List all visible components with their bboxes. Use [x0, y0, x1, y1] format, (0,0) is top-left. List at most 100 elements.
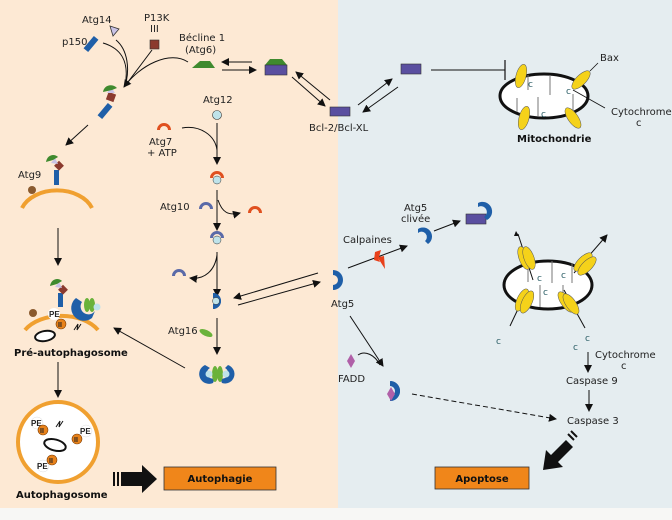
- cytochrome2-label-1: Cytochrome: [595, 350, 656, 361]
- permeabilized-mitochondria-icon: c c c: [502, 231, 608, 329]
- arrow-free-to-bcl2: [362, 86, 399, 113]
- svg-text:c: c: [561, 271, 566, 281]
- atg7-curve: [181, 126, 218, 151]
- atg12-icon: [212, 110, 222, 120]
- svg-text:II: II: [74, 437, 78, 444]
- p150-icon: [83, 35, 99, 53]
- apoptosis-arrow-icon: [543, 430, 578, 470]
- svg-text:PE: PE: [31, 419, 42, 428]
- becline-icon: [192, 61, 215, 68]
- released-cytochrome-icon: c: [496, 337, 501, 347]
- atg7-release-curve: [217, 199, 241, 219]
- caspase9-label: Caspase 9: [566, 376, 618, 387]
- calpaines-label: Calpaines: [343, 235, 392, 246]
- svg-text:PE: PE: [37, 462, 48, 471]
- bottom-strip: [0, 508, 672, 520]
- fadd-icon: [347, 354, 355, 368]
- atg16-label: Atg16: [168, 326, 198, 337]
- arrow-to-atg9: [65, 124, 89, 146]
- autophagosome-label: Autophagosome: [16, 490, 108, 501]
- mitochondria-icon: c c c: [498, 64, 591, 130]
- cytochrome-label-1: Cytochrome: [611, 107, 672, 118]
- arrow-from-atg5-complex: [237, 280, 321, 306]
- atg5-atg12-complex-icon: [212, 293, 221, 309]
- fadd-label: FADD: [338, 374, 365, 385]
- released-cytochrome-icon: c: [573, 343, 578, 353]
- arrow-complex-dissociate: [291, 76, 326, 107]
- atg7-atg12-complex-icon: [210, 171, 224, 185]
- bax-leader: [589, 62, 599, 72]
- atg7-label-1: Atg7: [149, 137, 172, 148]
- atg7-icon: [157, 123, 171, 130]
- svg-text:c: c: [528, 80, 533, 90]
- atg9-membrane-icon: [20, 154, 94, 209]
- pre-autophagosome-label: Pré-autophagosome: [14, 347, 128, 359]
- arrow-clivee-to-bcl2: [433, 219, 461, 232]
- atg9-label: Atg9: [18, 170, 41, 181]
- atg5-clivee-label-2: clivée: [401, 213, 430, 225]
- arrow-bcl2-to-free: [357, 78, 393, 106]
- svg-text:c: c: [543, 288, 548, 298]
- atg14-icon: [109, 25, 120, 37]
- cytochrome-label-2: c: [636, 118, 642, 129]
- svg-text:c: c: [566, 87, 571, 97]
- atg7-released-icon: [248, 206, 262, 213]
- atg10-release-curve: [189, 254, 218, 283]
- atg5-fadd-complex-icon: [387, 381, 401, 401]
- converge-line: [123, 57, 189, 88]
- atg7-label-2: + ATP: [147, 148, 177, 159]
- atg10-icon: [199, 202, 213, 209]
- caspase3-label: Caspase 3: [567, 416, 619, 427]
- arrow-to-pre-autophagosome: [113, 327, 186, 369]
- svg-text:c: c: [537, 274, 542, 284]
- calpaine-lightning-icon: [374, 250, 385, 269]
- fadd-curve: [357, 352, 381, 366]
- atg10-atg12-complex-icon: [210, 231, 224, 245]
- bcl2-icon: [329, 106, 351, 117]
- autophagy-arrow-icon: [113, 465, 157, 493]
- atg10-released-icon: [172, 269, 186, 276]
- released-cytochrome-icon: c: [585, 334, 590, 344]
- atg12-label: Atg12: [203, 95, 233, 106]
- autophagosome-icon: PE II PE II PE II: [16, 400, 100, 484]
- cytochrome-leader: [572, 89, 606, 109]
- bax-label: Bax: [600, 53, 619, 64]
- svg-text:PE: PE: [80, 427, 91, 436]
- pi3k-label-2: III: [150, 24, 159, 35]
- atg12-atg5-atg16-complex-icon: [199, 365, 235, 384]
- becline-bcl2-complex-icon: [264, 59, 288, 76]
- becline-label-2: (Atg6): [185, 45, 216, 56]
- atg5-clivee-label-1: Atg5: [404, 203, 427, 214]
- svg-text:II: II: [40, 428, 44, 435]
- bcl2-free-icon: [400, 63, 422, 75]
- becline-label-1: Bécline 1: [179, 32, 225, 44]
- apoptose-label: Apoptose: [455, 474, 509, 485]
- cytochrome2-label-2: c: [621, 361, 627, 372]
- dashed-arrow-to-caspase3: [411, 393, 557, 422]
- p150-label: p150: [62, 37, 87, 48]
- autophagie-label: Autophagie: [188, 474, 253, 485]
- pre-autophagosome-icon: PE II: [23, 278, 101, 343]
- atg14-label: Atg14: [82, 15, 112, 26]
- svg-text:c: c: [541, 110, 546, 120]
- svg-text:II: II: [49, 458, 53, 465]
- apoptose-box: [434, 466, 530, 490]
- atg5-bcl2-complex-icon: [465, 201, 493, 225]
- bcl2-label: Bcl-2/Bcl-XL: [309, 123, 369, 134]
- atg16-icon: [199, 328, 213, 338]
- atg10-label: Atg10: [160, 202, 190, 213]
- svg-text:PE: PE: [49, 310, 60, 319]
- pi3k-icon: [149, 39, 160, 50]
- atg5-clivee-icon: [418, 227, 433, 244]
- atg5-icon: [333, 270, 343, 290]
- mitochondrie-label: Mitochondrie: [517, 134, 592, 145]
- arrow-complex-associate: [295, 71, 331, 101]
- atg5-label: Atg5: [331, 299, 354, 310]
- arrow-atg5-to-fadd-complex: [349, 315, 384, 367]
- autophagie-box: [163, 466, 277, 491]
- pi3k-complex-icon: [97, 85, 117, 120]
- pi3k-label-1: P13K: [144, 13, 170, 24]
- svg-text:II: II: [58, 322, 62, 329]
- arrow-to-atg5-complex: [233, 272, 319, 300]
